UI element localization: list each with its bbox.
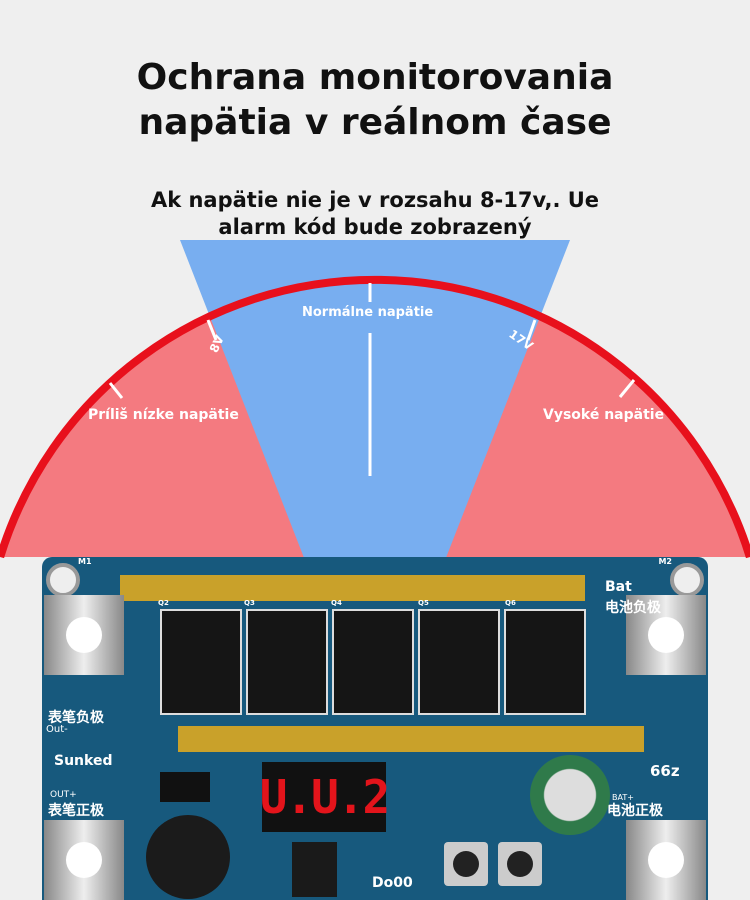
mosfet-label: Q2 <box>158 599 169 607</box>
out-neg-label: Out- <box>46 724 68 735</box>
brand-label: Sunked <box>54 753 113 769</box>
pcb-board: M1 M2 Q2 Q3 Q4 Q5 Q6 Bat 电池负极 表笔负极 Out- … <box>42 557 708 900</box>
high-voltage-label: Vysoké napätie <box>543 407 665 423</box>
mount-hole-m2 <box>670 563 704 597</box>
bat-label: Bat <box>605 579 632 595</box>
low-voltage-label: Príliš nízke napätie <box>88 407 239 423</box>
capacitor <box>530 755 610 835</box>
mosfet <box>418 609 500 715</box>
terminal-bat-neg <box>626 595 706 675</box>
mount-hole-m1 <box>46 563 80 597</box>
buzzer <box>146 815 230 899</box>
mosfet-label: Q4 <box>331 599 342 607</box>
copper-bar-top <box>120 575 585 601</box>
gauge-rim <box>0 275 750 559</box>
gauge-tick-17v <box>526 319 537 341</box>
voltage-gauge <box>0 240 750 559</box>
out-pos-cn-label: 表笔正极 <box>48 803 104 819</box>
push-button-2[interactable] <box>498 842 542 886</box>
mosfet-label: Q5 <box>418 599 429 607</box>
mosfet <box>160 609 242 715</box>
mosfet <box>504 609 586 715</box>
seven-segment-display: U.U.2 <box>259 762 390 832</box>
gauge-tick-low <box>108 382 124 399</box>
hole-label-m2: M2 <box>658 557 672 566</box>
mosfet-label: Q3 <box>244 599 255 607</box>
copper-bar-bottom <box>178 726 644 752</box>
mosfet-label: Q6 <box>505 599 516 607</box>
optocoupler-chip <box>160 772 210 802</box>
model-label: 66z <box>650 762 680 780</box>
gauge-tick-8v <box>206 319 218 341</box>
controller-chip <box>292 842 337 897</box>
display-readout: U.U.2 <box>259 770 390 824</box>
mosfet-row <box>160 609 586 715</box>
terminal-bat-pos <box>626 820 706 900</box>
subheading-line-2: alarm kód bude zobrazený <box>218 215 532 239</box>
bat-pos-en-label: BAT+ <box>612 793 634 802</box>
heading-line-2: napätia v reálnom čase <box>138 102 612 143</box>
code-label: Do00 <box>372 875 413 891</box>
out-neg-cn-label: 表笔负极 <box>48 710 104 726</box>
bat-neg-label: 电池负极 <box>605 600 661 616</box>
gauge-normal-zone <box>180 240 570 557</box>
heading-line-1: Ochrana monitorovania <box>136 57 614 98</box>
hole-label-m1: M1 <box>78 557 92 566</box>
subheading-line-1: Ak napätie nie je v rozsahu 8-17v,. Ue <box>150 188 600 212</box>
bat-pos-label: 电池正极 <box>607 803 663 819</box>
mosfet <box>246 609 328 715</box>
gauge-tick-high <box>618 379 636 398</box>
terminal-out-neg <box>44 595 124 675</box>
normal-voltage-label: Normálne napätie <box>302 305 434 320</box>
out-pos-label: OUT+ <box>50 790 77 800</box>
mosfet <box>332 609 414 715</box>
push-button-1[interactable] <box>444 842 488 886</box>
terminal-out-pos <box>44 820 124 900</box>
